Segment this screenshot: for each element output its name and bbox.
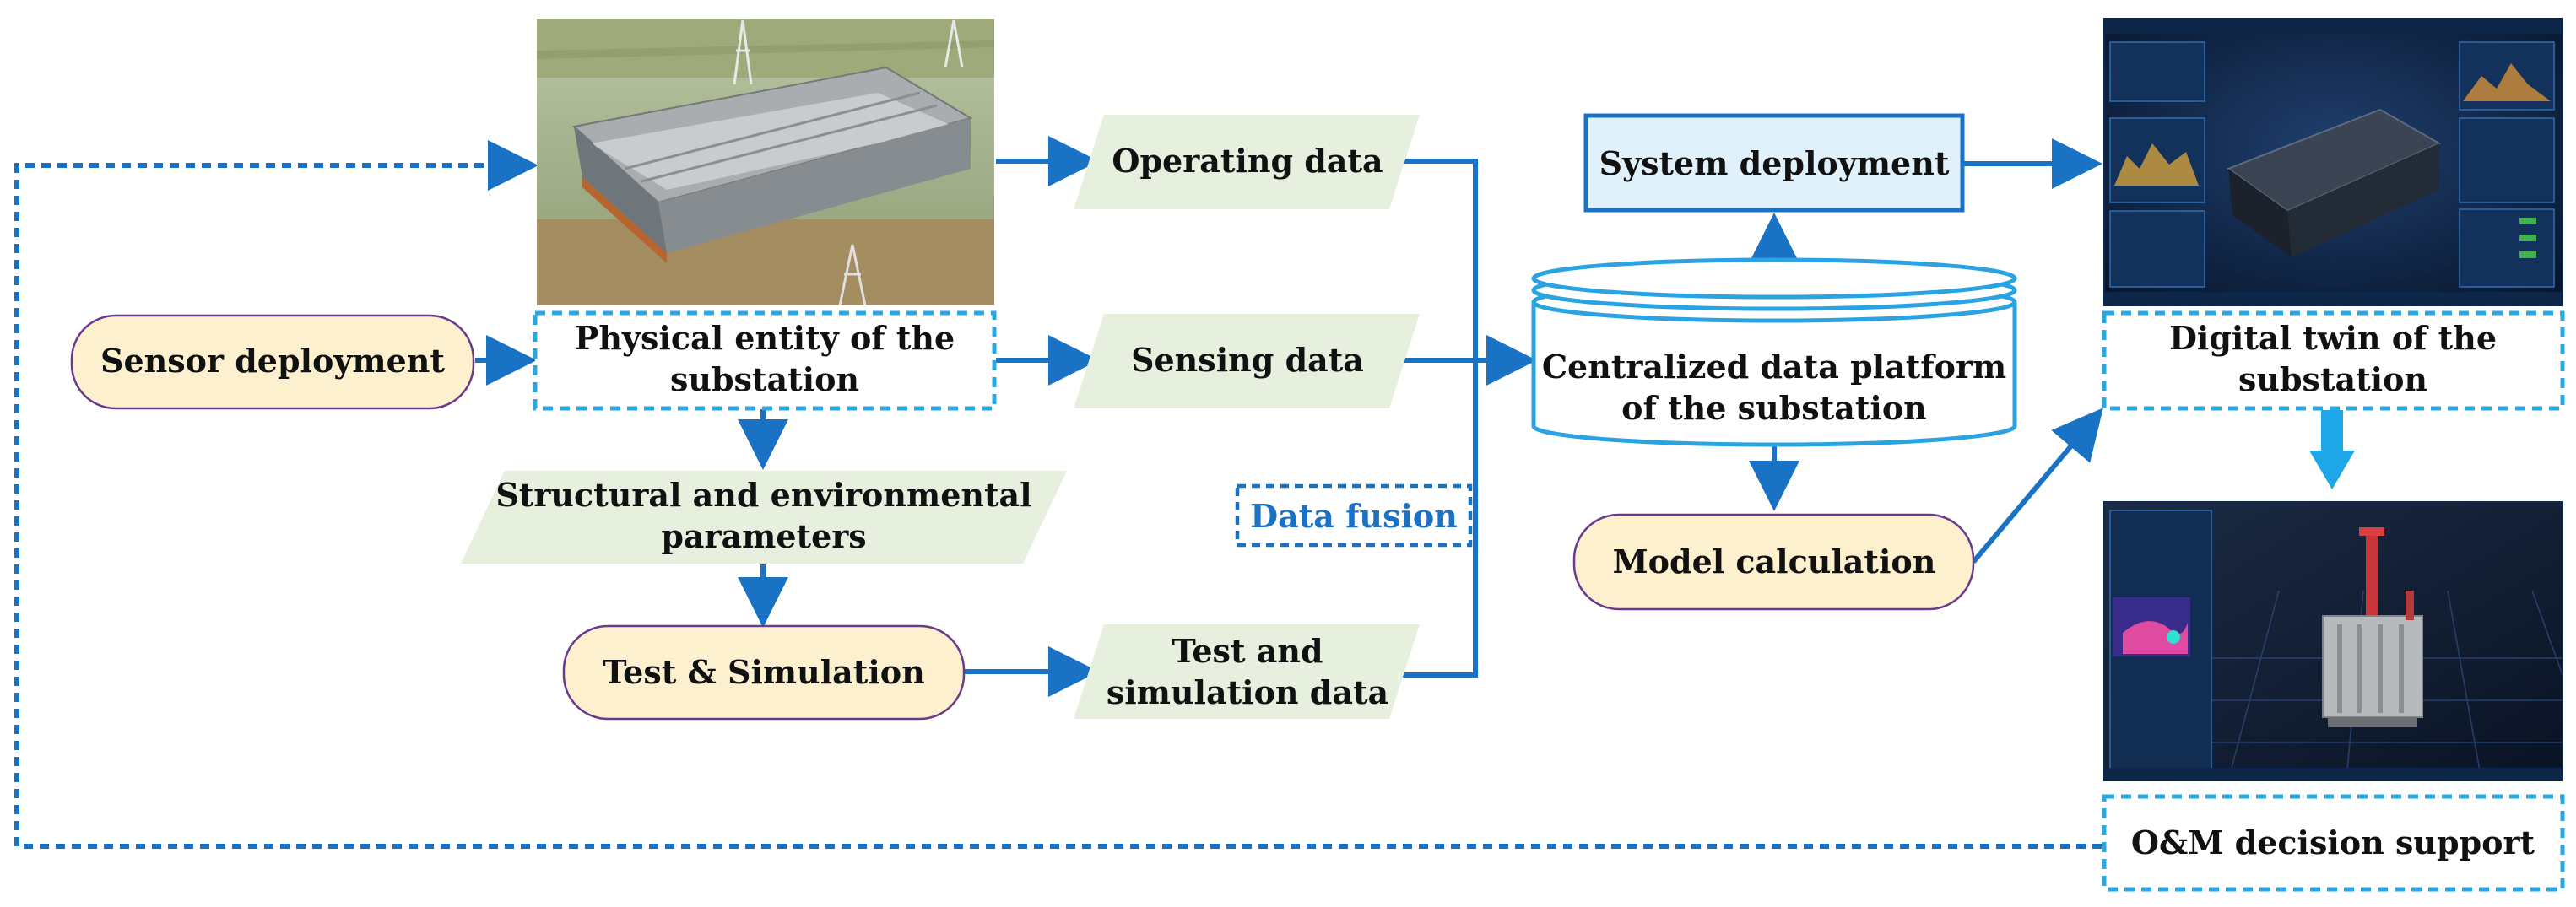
sensor-deployment-label: Sensor deployment	[100, 342, 445, 380]
system-deployment-node: System deployment	[1583, 113, 1965, 213]
connectors	[14, 136, 2103, 849]
arrow-model-to-twin	[1971, 408, 2103, 564]
sensing-data-label: Sensing data	[1131, 341, 1364, 379]
model-calculation-label: Model calculation	[1613, 543, 1936, 580]
test-simulation-node: Test & Simulation	[562, 624, 966, 721]
substation-photo	[537, 19, 994, 306]
twin-to-om-arrow	[2309, 410, 2355, 489]
data-platform-node: Centralized data platform of the substat…	[1531, 257, 2017, 447]
digital-twin-screenshot	[2103, 18, 2563, 306]
physical-entity-label-line2: substation	[670, 360, 859, 398]
test-sim-data-node: Test and simulation data	[1074, 624, 1420, 719]
om-decision-label: O&M decision support	[2131, 823, 2535, 861]
feedback-dashed-loop	[14, 140, 2102, 849]
structural-params-label-line2: parameters	[661, 517, 866, 555]
digital-twin-label-line1: Digital twin of the	[2169, 319, 2497, 357]
test-simulation-label: Test & Simulation	[603, 653, 925, 691]
sensor-deployment-node: Sensor deployment	[70, 314, 475, 410]
data-fusion-node: Data fusion	[1235, 483, 1473, 548]
data-platform-label-line2: of the substation	[1621, 389, 1927, 427]
sensing-data-node: Sensing data	[1074, 314, 1420, 408]
digital-twin-label-line2: substation	[2238, 360, 2427, 398]
digital-twin-node: Digital twin of the substation	[2102, 310, 2565, 411]
data-fusion-label: Data fusion	[1250, 497, 1458, 535]
data-platform-label-line1: Centralized data platform	[1542, 348, 2006, 386]
test-sim-data-label-line2: simulation data	[1107, 673, 1388, 711]
model-calculation-node: Model calculation	[1572, 513, 1975, 611]
om-screenshot	[2103, 501, 2563, 781]
test-sim-data-label-line1: Test and	[1172, 632, 1323, 670]
physical-entity-node: Physical entity of the substation	[533, 310, 997, 411]
operating-data-label: Operating data	[1112, 142, 1383, 180]
operating-data-node: Operating data	[1074, 115, 1420, 209]
system-deployment-label: System deployment	[1599, 144, 1950, 182]
line-operating-to-bus	[1403, 159, 1478, 678]
om-decision-node: O&M decision support	[2102, 794, 2565, 892]
structural-params-node: Structural and environmental parameters	[461, 471, 1067, 564]
structural-params-label-line1: Structural and environmental	[495, 476, 1031, 514]
physical-entity-label-line1: Physical entity of the	[575, 319, 955, 357]
